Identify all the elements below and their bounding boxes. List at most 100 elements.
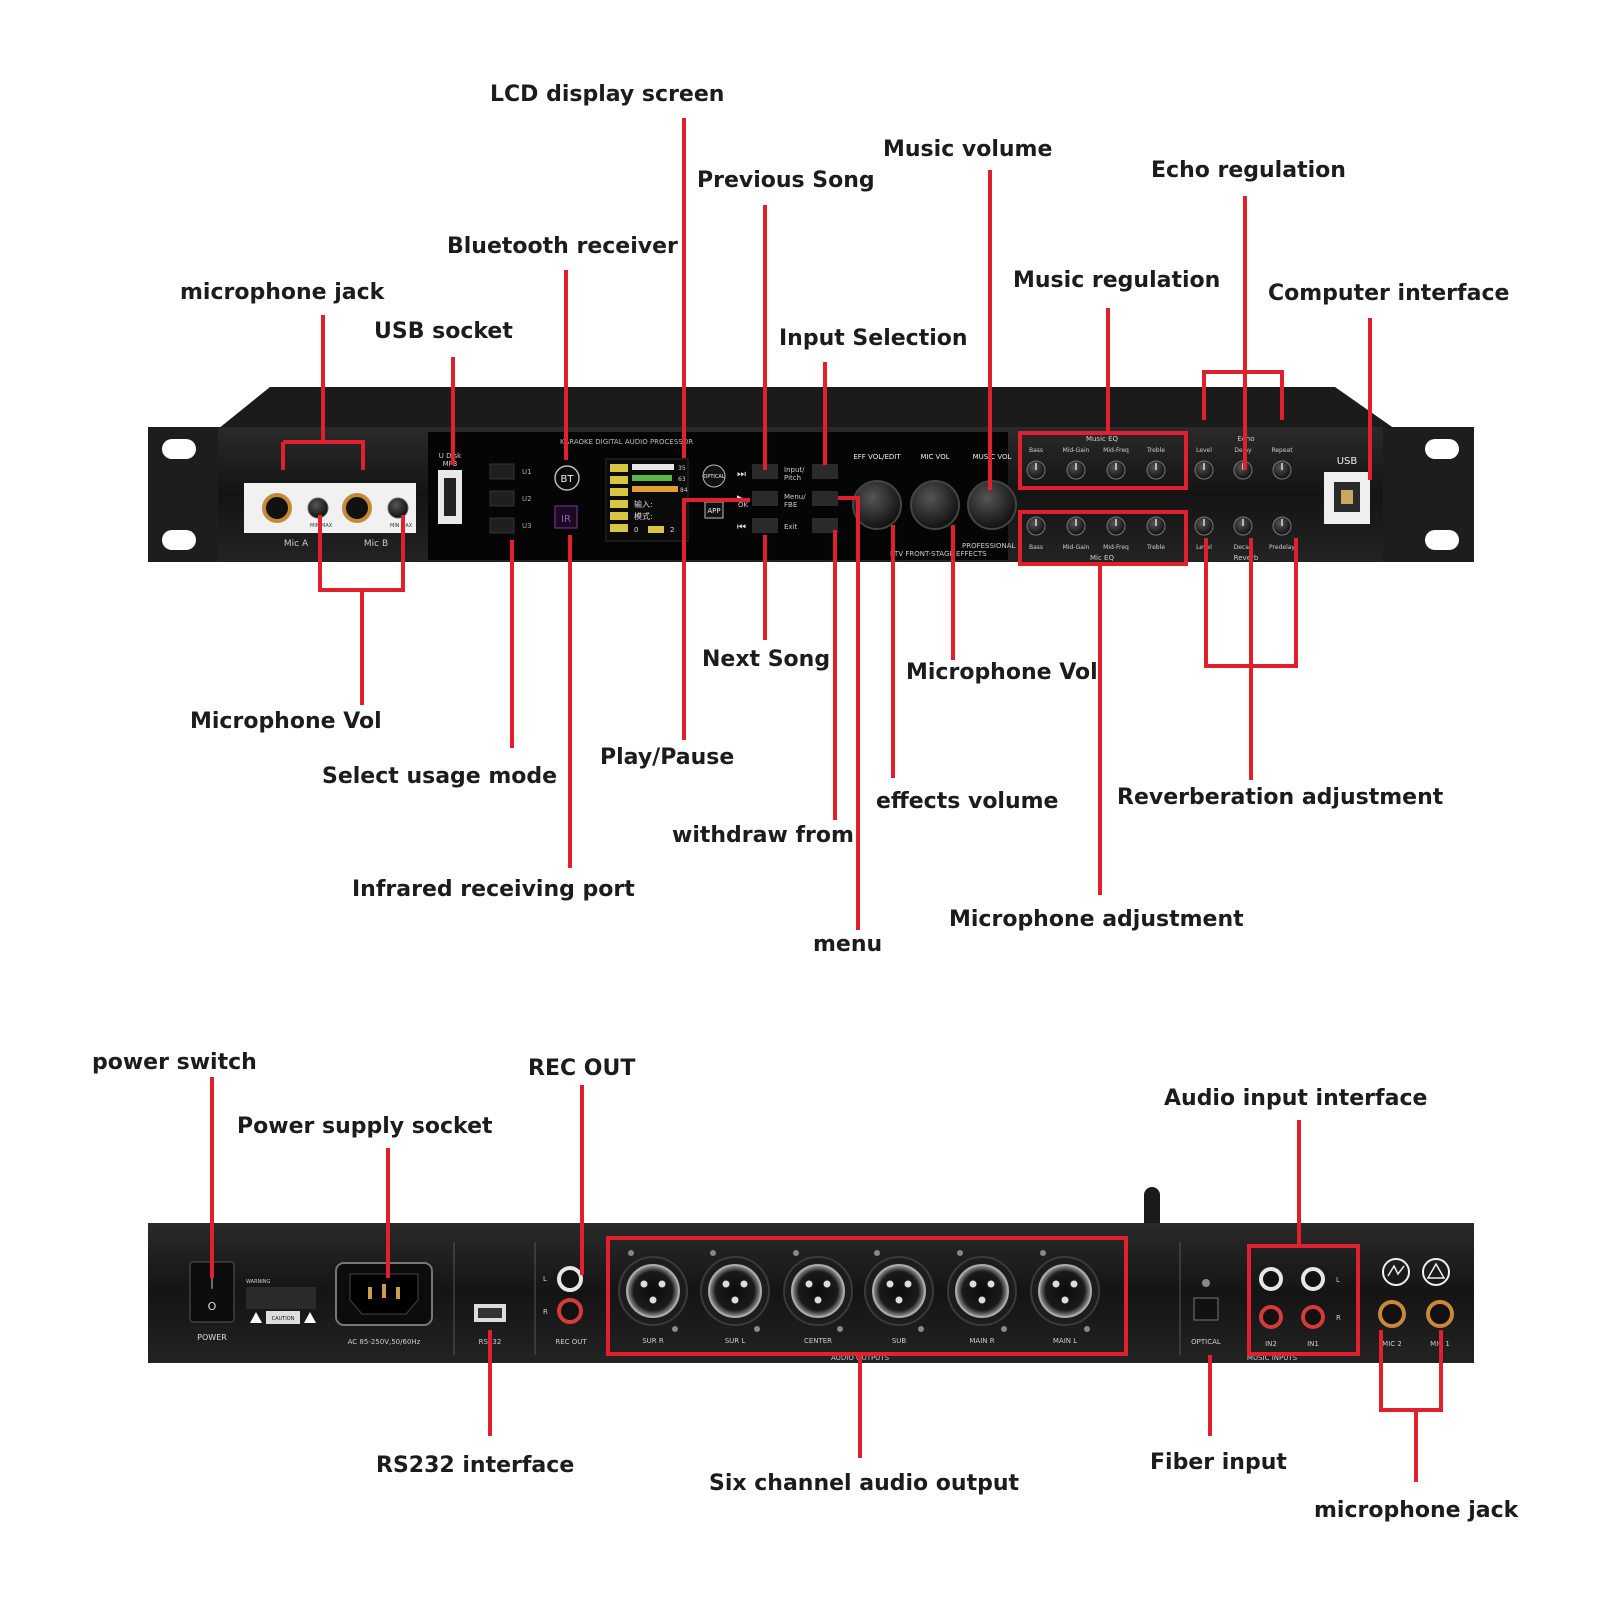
- xlr-pin: [814, 1296, 822, 1304]
- callout-play-pause: Play/Pause: [600, 745, 735, 770]
- xlr-pin: [649, 1296, 657, 1304]
- mic-b-jack[interactable]: [342, 493, 372, 523]
- xlr-output-jack[interactable]: [791, 1264, 845, 1318]
- rear-mic-1-jack[interactable]: [1426, 1300, 1454, 1328]
- screw: [918, 1326, 924, 1332]
- in1-left-jack[interactable]: [1301, 1267, 1325, 1291]
- menu-fbe-label: Menu/: [784, 493, 806, 501]
- xlr-output-jack[interactable]: [872, 1264, 926, 1318]
- ktv-front-stage-label: KTV FRONT-STAGE EFFECTS: [890, 550, 987, 558]
- lcd-bar-2: [632, 475, 672, 481]
- iec-pin: [382, 1284, 386, 1298]
- bt-label: BT: [561, 474, 575, 485]
- rec-out-r-label: R: [543, 1308, 548, 1316]
- callout-six-channel-audio-output: Six channel audio output: [709, 1471, 1020, 1496]
- xlr-pin: [722, 1280, 730, 1288]
- usb-socket-slot: [444, 478, 456, 516]
- screw: [1084, 1326, 1090, 1332]
- front-top-lid: [218, 387, 1395, 429]
- rec-out-right-jack[interactable]: [557, 1298, 583, 1324]
- warning-triangle-icon: [304, 1312, 316, 1323]
- mic-eq-band-label: Bass: [1029, 544, 1043, 551]
- usb-b-label: USB: [1337, 456, 1358, 467]
- u2-label: U2: [522, 495, 532, 503]
- iec-pin: [368, 1287, 372, 1299]
- min-label: MIN: [310, 523, 320, 529]
- next-song-button[interactable]: [752, 518, 778, 533]
- next-song-icon: ⏮: [737, 522, 746, 533]
- infrared-window: [554, 505, 578, 529]
- in-r-label: R: [1336, 1314, 1341, 1322]
- optical-input-port[interactable]: [1193, 1297, 1219, 1321]
- exit-button[interactable]: [812, 518, 838, 533]
- xlr-pin: [1052, 1280, 1060, 1288]
- xlr-pin: [904, 1280, 912, 1288]
- caution-box: [266, 1311, 300, 1324]
- rear-mic-2-jack[interactable]: [1378, 1300, 1406, 1328]
- mode-button-u2[interactable]: [489, 490, 515, 507]
- warning-label: WARNING: [246, 1279, 271, 1285]
- callout-next-song: Next Song: [702, 647, 831, 672]
- in2-label: IN2: [1265, 1340, 1277, 1348]
- u-disk-label: U Disk: [439, 452, 462, 460]
- callout-microphone-vol-left: Microphone Vol: [190, 709, 382, 734]
- highlight-box: [1018, 431, 1188, 490]
- callout-microphone-vol-right: Microphone Vol: [906, 660, 1098, 685]
- callout-menu: menu: [813, 932, 883, 957]
- front-panel: Mic A Mic B MIN MAX MIN MAX U Disk MP3 U…: [148, 387, 1474, 562]
- callout-microphone-jack-rear: microphone jack: [1314, 1498, 1519, 1523]
- lcd-input-label: 输入:: [634, 499, 653, 509]
- exit-label: Exit: [784, 523, 798, 531]
- certification-mark-glyph: [1426, 1262, 1446, 1279]
- xlr-pin: [987, 1280, 995, 1288]
- music-eq-label: Music EQ: [1086, 435, 1119, 443]
- mic-b-volume-knob[interactable]: [387, 497, 409, 519]
- in1-right-jack[interactable]: [1301, 1305, 1325, 1329]
- xlr-output-label: SUR R: [642, 1337, 664, 1345]
- previous-song-icon: ⏭: [737, 469, 746, 480]
- mode-button-u1[interactable]: [489, 463, 515, 480]
- max-label: MAX: [401, 523, 413, 529]
- rec-out-left-jack[interactable]: [557, 1266, 583, 1292]
- callout-rs232-interface: RS232 interface: [376, 1453, 575, 1478]
- effects-volume-knob[interactable]: [852, 480, 902, 530]
- callout-microphone-jack-front: microphone jack: [180, 280, 385, 305]
- lcd-value: 84: [680, 487, 688, 494]
- xlr-output-jack[interactable]: [626, 1264, 680, 1318]
- menu-button[interactable]: [812, 491, 838, 506]
- mode-button-u3[interactable]: [489, 517, 515, 534]
- screw: [874, 1250, 880, 1256]
- play-pause-button[interactable]: [752, 491, 778, 506]
- in2-right-jack[interactable]: [1259, 1305, 1283, 1329]
- screw: [1040, 1250, 1046, 1256]
- lcd-value: 63: [678, 476, 686, 483]
- microphone-volume-knob[interactable]: [910, 480, 960, 530]
- mic-b-label: Mic B: [364, 539, 388, 549]
- callout-music-regulation: Music regulation: [1013, 268, 1221, 293]
- u1-label: U1: [522, 468, 532, 476]
- screw: [710, 1250, 716, 1256]
- front-black-strip: [428, 432, 1008, 560]
- input-selection-button[interactable]: [812, 464, 838, 479]
- rack-hole: [1425, 439, 1459, 459]
- xlr-output-jack[interactable]: [1038, 1264, 1092, 1318]
- input-pitch-label: Input/: [784, 466, 805, 474]
- bluetooth-indicator: [554, 465, 580, 491]
- callout-computer-interface: Computer interface: [1268, 281, 1510, 306]
- leader-line: [838, 496, 860, 930]
- xlr-pin: [978, 1296, 986, 1304]
- xlr-output-label: SUB: [892, 1337, 907, 1345]
- previous-song-button[interactable]: [752, 464, 778, 479]
- caution-label: CAUTION: [272, 1316, 295, 1322]
- mic-a-jack[interactable]: [262, 493, 292, 523]
- xlr-output-jack[interactable]: [955, 1264, 1009, 1318]
- highlight-bracket: [1379, 1330, 1443, 1412]
- xlr-output-jack[interactable]: [708, 1264, 762, 1318]
- in2-left-jack[interactable]: [1259, 1267, 1283, 1291]
- highlight-box: [1247, 1244, 1360, 1356]
- xlr-pin: [731, 1296, 739, 1304]
- certification-mark-icon: [1422, 1258, 1450, 1286]
- xlr-pin: [658, 1280, 666, 1288]
- mic-a-label: Mic A: [284, 539, 309, 549]
- callout-infrared-receiving-port: Infrared receiving port: [352, 877, 635, 902]
